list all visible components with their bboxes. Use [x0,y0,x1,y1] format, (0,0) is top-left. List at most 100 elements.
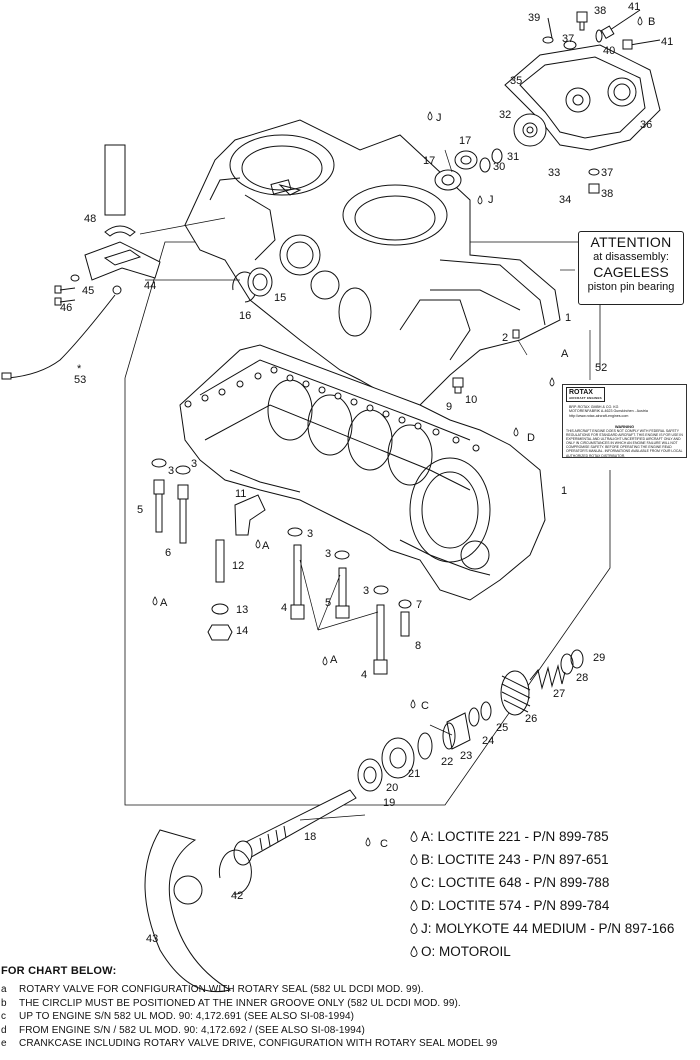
bearing-21 [381,737,415,779]
bolt-4a [290,544,305,620]
shaft-18 [233,789,357,866]
note-text: CRANKCASE INCLUDING ROTARY VALVE DRIVE, … [19,1038,498,1050]
callout-star: * [77,363,82,375]
callout-38: 38 [601,188,613,200]
callout-3: 3 [363,585,369,597]
callout-3: 3 [191,458,197,470]
callout-32: 32 [499,109,511,121]
rotax-logo-subtext: AIRCRAFT ENGINES [569,396,602,400]
callout-13: 13 [236,604,248,616]
leader-lines [139,149,591,821]
ring-25 [480,701,492,721]
seal-15 [247,267,273,297]
sleeve-23 [442,712,471,750]
callout-19: 19 [383,797,395,809]
callout-37: 37 [601,167,613,179]
callout-14: 14 [236,625,248,637]
callout-42: 42 [231,890,243,902]
sealant-legend: A: LOCTITE 221 - P/N 899-785 B: LOCTITE … [410,825,700,963]
circlip-42 [218,849,252,895]
plate-address: BRP-ROTAX GMBH & CO. KG MOTORENFABRIK A-… [569,405,648,418]
callout-10: 10 [465,394,477,406]
callout-25: 25 [496,722,508,734]
stud-12 [215,539,225,583]
callout-18: 18 [304,831,316,843]
bracket-44 [84,241,161,281]
callout-41: 41 [628,1,640,13]
callout-D: D [527,432,535,444]
legend-item: O: MOTOROIL [410,940,700,963]
callout-6: 6 [165,547,171,559]
callout-36: 36 [640,119,652,131]
nut-14 [207,624,233,641]
note-item: b THE CIRCLIP MUST BE POSITIONED AT THE I… [0,997,700,1011]
plate-warning-text: THIS AIRCRAFT ENGINE DOES NOT COMPLY WIT… [566,429,683,458]
legend-text: C: LOCTITE 648 - P/N 899-788 [421,875,610,890]
note-text: THE CIRCLIP MUST BE POSITIONED AT THE IN… [19,997,461,1009]
callout-A: A [330,654,338,666]
callout-52: 52 [595,362,607,374]
bolt-5 [153,479,165,533]
note-key: c [1,1011,7,1023]
lower-crankcase-half [179,344,546,601]
spring-27 [529,664,566,690]
callout-21: 21 [408,768,420,780]
callout-16: 16 [239,310,251,322]
callout-33: 33 [548,167,560,179]
warning-plate: ROTAX AIRCRAFT ENGINES BRP-ROTAX GMBH & … [562,384,687,458]
callout-46: 46 [60,302,72,314]
callout-11: 11 [235,488,246,500]
callout-J: J [488,194,494,206]
note-item: e CRANKCASE INCLUDING ROTARY VALVE DRIVE,… [0,1037,700,1051]
callout-3: 3 [307,528,313,540]
callout-44: 44 [144,280,156,292]
screws-top [542,9,661,194]
assembly-outline-frame [124,378,611,806]
callout-22: 22 [441,756,453,768]
circlip-29 [570,649,584,669]
attention-title: ATTENTION [590,234,672,250]
callout-1: 1 [565,312,571,324]
callout-17: 17 [459,135,471,147]
note-text: FROM ENGINE S/N / 582 UL MOD. 90: 4,172.… [19,1024,365,1036]
callout-20: 20 [386,782,398,794]
callout-48: 48 [84,213,96,225]
callout-53: 53 [74,374,86,386]
callout-24: 24 [482,735,494,747]
legend-item: D: LOCTITE 574 - P/N 899-784 [410,894,700,917]
callout-A: A [160,597,168,609]
note-key: e [1,1038,7,1050]
callout-35: 35 [510,75,522,87]
rotary-valve-disc-43 [144,829,232,993]
callout-28: 28 [576,672,588,684]
attention-line2: CAGELESS [593,264,669,280]
note-text: UP TO ENGINE S/N 582 UL MOD. 90: 4,172.6… [19,1011,355,1023]
callout-26: 26 [525,713,537,725]
drop-icon [410,900,418,911]
attention-line3: piston pin bearing [587,281,675,293]
legend-text: D: LOCTITE 574 - P/N 899-784 [421,898,610,913]
rotax-logo-text: ROTAX [569,389,593,396]
callout-3: 3 [168,465,174,477]
legend-item: J: MOLYKOTE 44 MEDIUM - P/N 897-166 [410,917,700,940]
bolt-5b [335,567,350,619]
seal-19 [357,758,383,792]
note-key: b [1,997,7,1009]
callout-31: 31 [507,151,519,163]
drop-icon [410,854,418,865]
legend-item: A: LOCTITE 221 - P/N 899-785 [410,825,700,848]
callout-30: 30 [493,161,505,173]
legend-item: C: LOCTITE 648 - P/N 899-788 [410,871,700,894]
bolt-8 [400,611,410,637]
callout-4: 4 [361,669,367,681]
clip-48 [104,225,136,237]
note-key: a [1,984,7,995]
bearing-17 [434,150,478,191]
bolt-4b [373,604,388,675]
callout-C: C [421,700,429,712]
note-item: c UP TO ENGINE S/N 582 UL MOD. 90: 4,172.… [0,1010,700,1024]
washers-3 [151,458,412,609]
legend-text: O: MOTOROIL [421,944,511,959]
callout-7: 7 [416,599,422,611]
legend-text: B: LOCTITE 243 - P/N 897-651 [421,852,609,867]
